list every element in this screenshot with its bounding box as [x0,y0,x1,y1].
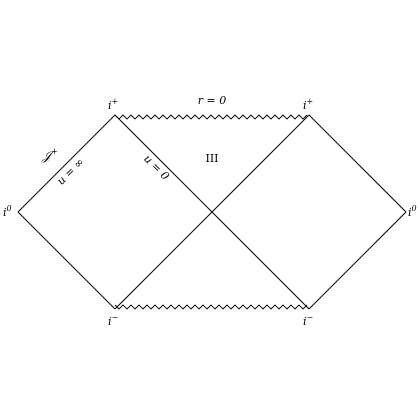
i-minus-left-base: i [108,315,112,328]
i-zero-right-sup: 0 [412,204,417,213]
i-plus-right-label: i+ [303,97,313,112]
i-zero-left-base: i [3,206,7,219]
i-plus-left-label: i+ [108,97,118,112]
i-zero-left-sup: 0 [7,204,12,213]
horizon-v-zero [114,114,310,310]
i-minus-right-base: i [303,315,307,328]
past-singularity [114,304,308,310]
future-singularity [114,114,308,120]
scri-plus-label: 𝒥+ [41,147,58,164]
i-minus-left-label: i− [108,313,118,328]
i-zero-left-label: i0 [3,204,12,219]
i-plus-left-base: i [108,99,112,112]
i-zero-right-label: i0 [408,204,417,219]
past-null-infinity-right [308,211,407,310]
past-null-infinity-left [17,211,116,310]
future-null-infinity-left [17,114,116,213]
scri-plus-sup: + [51,147,58,156]
region-III-label: III [205,152,218,165]
i-plus-right-sup: + [307,97,314,106]
i-minus-right-sup: − [307,313,314,322]
i-plus-right-base: i [303,99,307,112]
future-null-infinity-right [308,114,407,213]
i-plus-left-sup: + [112,97,119,106]
i-minus-left-sup: − [112,313,119,322]
i-zero-right-base: i [408,206,412,219]
r-zero-label: r = 0 [198,94,226,107]
i-minus-right-label: i− [303,313,313,328]
u-infinity-label: u = ∞ [54,155,86,187]
